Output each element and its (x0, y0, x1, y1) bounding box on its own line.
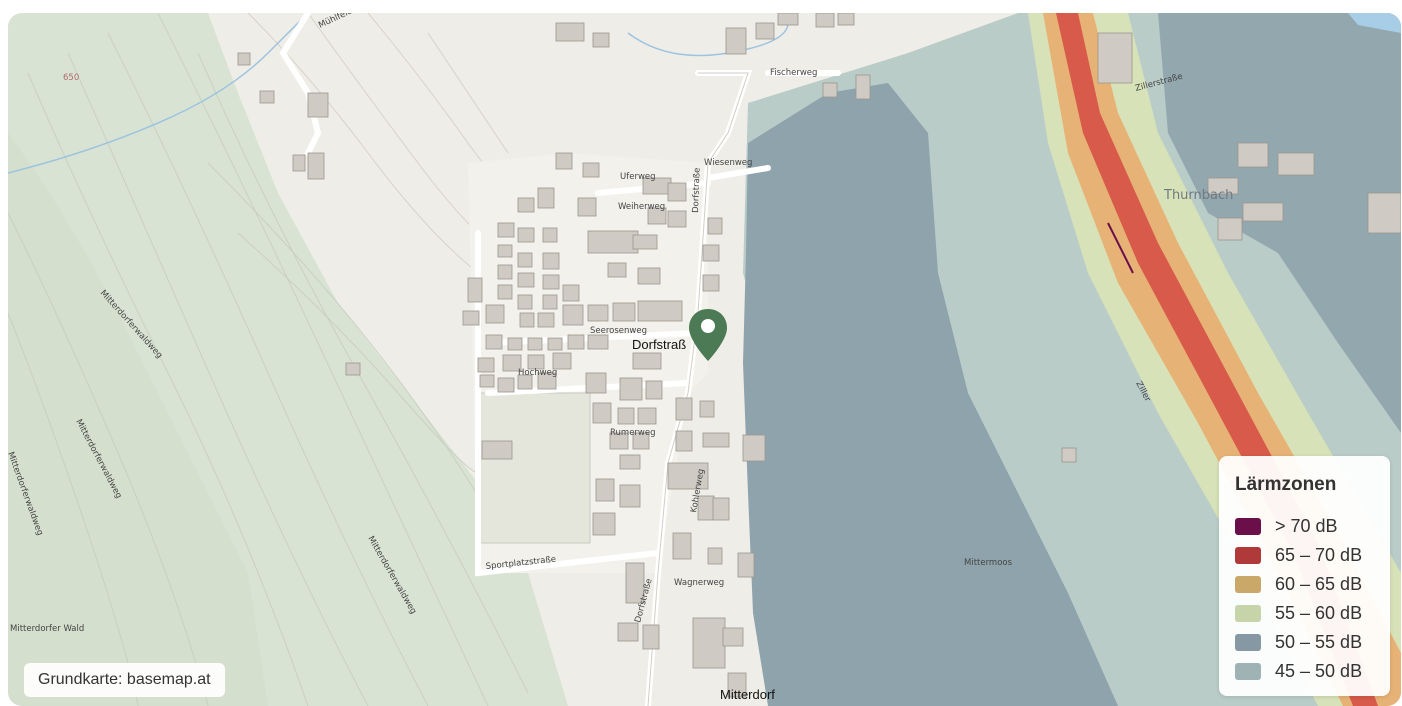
label-thurnbach: Thurnbach (1163, 188, 1233, 203)
label-dorfstrasse-north: Dorfstraße (691, 168, 703, 214)
legend-items: > 70 dB 65 – 70 dB 60 – 65 dB 55 – 60 dB… (1235, 512, 1362, 686)
legend-swatch (1235, 634, 1261, 651)
label-wiesenweg: Wiesenweg (704, 158, 752, 168)
base-map[interactable]: Mühlfeld Fischerweg Uferweg Wiesenweg Do… (8, 13, 1401, 706)
label-mitterdorferwald: Mitterdorfer Wald (10, 624, 84, 634)
label-seerosenweg: Seerosenweg (590, 326, 647, 336)
label-fischerweg: Fischerweg (770, 68, 817, 78)
legend-label: 55 – 60 dB (1275, 603, 1363, 623)
legend-label: > 70 dB (1275, 516, 1338, 536)
noise-zone-over-70 (1107, 222, 1134, 274)
legend-item: > 70 dB (1235, 512, 1362, 541)
label-hochweg: Hochweg (518, 368, 557, 378)
legend-item: 60 – 65 dB (1235, 570, 1362, 599)
noise-zone-50-55 (743, 83, 1118, 706)
label-rumerweg: Rumerweg (610, 428, 656, 438)
legend-label: 50 – 55 dB (1275, 632, 1363, 652)
legend-label: 60 – 65 dB (1275, 574, 1363, 594)
label-uferweg: Uferweg (620, 172, 656, 182)
label-weiherweg: Weiherweg (618, 202, 665, 212)
legend-swatch (1235, 547, 1261, 564)
map-container[interactable]: Mühlfeld Fischerweg Uferweg Wiesenweg Do… (8, 13, 1401, 706)
village-label: Mitterdorf (720, 687, 775, 702)
map-attribution: Grundkarte: basemap.at (24, 663, 225, 697)
label-elevation: 650 (63, 73, 79, 83)
legend-item: 65 – 70 dB (1235, 541, 1362, 570)
legend-item: 55 – 60 dB (1235, 599, 1362, 628)
legend-swatch (1235, 576, 1261, 593)
label-mittermoos: Mittermoos (964, 558, 1013, 568)
legend-swatch (1235, 605, 1261, 622)
sports-field (477, 392, 591, 544)
relief-texture (8, 13, 529, 706)
legend-label: 45 – 50 dB (1275, 661, 1363, 681)
legend-swatch (1235, 663, 1261, 680)
buildings (237, 13, 1401, 698)
legend-item: 50 – 55 dB (1235, 628, 1362, 657)
legend-swatch (1235, 518, 1261, 535)
legend-title: Lärmzonen (1235, 474, 1337, 495)
noise-zone-right (1158, 13, 1401, 433)
marker-place-label: Dorfstraß (632, 337, 686, 352)
legend-label: 65 – 70 dB (1275, 545, 1363, 565)
legend-item: 45 – 50 dB (1235, 657, 1362, 686)
label-wagnerweg: Wagnerweg (674, 578, 724, 588)
noise-legend: Lärmzonen > 70 dB 65 – 70 dB 60 – 65 dB … (1219, 456, 1390, 696)
location-pin-icon[interactable] (687, 307, 729, 363)
stream (8, 13, 309, 174)
